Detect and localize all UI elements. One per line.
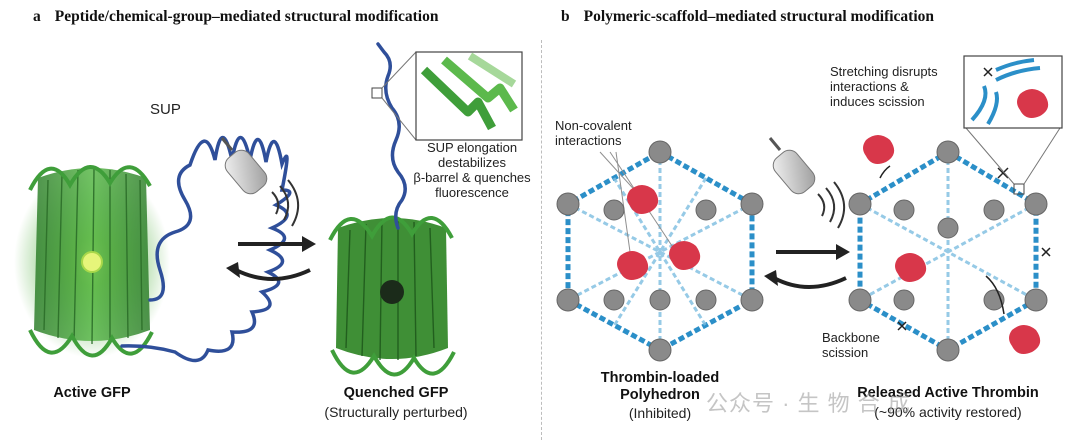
sup-callout-line-3: β-barrel & quenches xyxy=(413,170,531,185)
noncovalent-label-line-2: interactions xyxy=(555,133,622,148)
stretch-label-line-1: Stretching disrupts xyxy=(830,64,938,79)
panel-b-heading: b Polymeric-scaffold–mediated structural … xyxy=(561,8,934,26)
watermark: 公众号 · 生 物 合 成 xyxy=(706,391,911,416)
released-thrombin-subcaption: (~90% activity restored) xyxy=(874,404,1022,420)
active-gfp-caption: Active GFP xyxy=(53,385,131,401)
polyhedron-caption: Thrombin-loaded Polyhedron xyxy=(601,370,719,404)
sup-callout-line-2: destabilizes xyxy=(438,155,506,170)
panel-divider xyxy=(541,40,542,440)
panel-b-letter: b xyxy=(561,8,570,25)
quenched-gfp-subcaption: (Structurally perturbed) xyxy=(324,404,468,420)
panel-a-letter: a xyxy=(33,8,41,25)
sup-peptide-chain xyxy=(120,136,292,363)
sup-zoom-inset xyxy=(371,51,523,141)
dna-scission-inset xyxy=(963,55,1063,195)
sup-callout-line-4: fluorescence xyxy=(435,185,509,200)
noncovalent-label: Non-covalent interactions xyxy=(555,118,632,148)
stretch-label-line-2: interactions & xyxy=(830,79,909,94)
backbone-label: Backbone scission xyxy=(822,330,880,360)
noncovalent-label-line-1: Non-covalent xyxy=(555,118,632,133)
quenched-gfp-caption: Quenched GFP xyxy=(343,385,449,401)
backbone-label-line-2: scission xyxy=(822,345,869,360)
sup-callout-line-1: SUP elongation xyxy=(426,140,518,155)
thrombin-loaded-polyhedron xyxy=(556,140,764,362)
stretch-label: Stretching disrupts interactions & induc… xyxy=(830,64,938,109)
polyhedron-subcaption: (Inhibited) xyxy=(628,405,692,421)
sup-label: SUP xyxy=(150,101,181,118)
active-gfp-barrel xyxy=(14,165,170,358)
backbone-label-line-1: Backbone xyxy=(822,330,880,345)
reversible-arrows xyxy=(226,236,316,281)
elongated-sup-chain xyxy=(376,42,407,230)
sup-callout: SUP elongation destabilizes β-barrel & q… xyxy=(413,140,530,200)
ultrasound-probe-icon-b xyxy=(768,137,845,229)
panel-b-title: Polymeric-scaffold–mediated structural m… xyxy=(583,8,935,25)
stretch-label-line-3: induces scission xyxy=(830,94,925,109)
reversible-arrows-b xyxy=(764,244,850,289)
panel-a-title: Peptide/chemical-group–mediated structur… xyxy=(54,8,439,25)
quenched-gfp-barrel xyxy=(328,215,456,377)
scissors-icon xyxy=(897,167,1051,331)
ultrasound-probe-icon xyxy=(220,137,299,227)
polyhedron-caption-line-2: Polyhedron xyxy=(620,387,700,403)
polyhedron-caption-line-1: Thrombin-loaded xyxy=(600,370,720,386)
panel-a-heading: a Peptide/chemical-group–mediated structu… xyxy=(33,8,438,26)
released-thrombin-caption: Released Active Thrombin xyxy=(857,385,1039,401)
released-thrombin-polyhedron xyxy=(848,135,1051,362)
